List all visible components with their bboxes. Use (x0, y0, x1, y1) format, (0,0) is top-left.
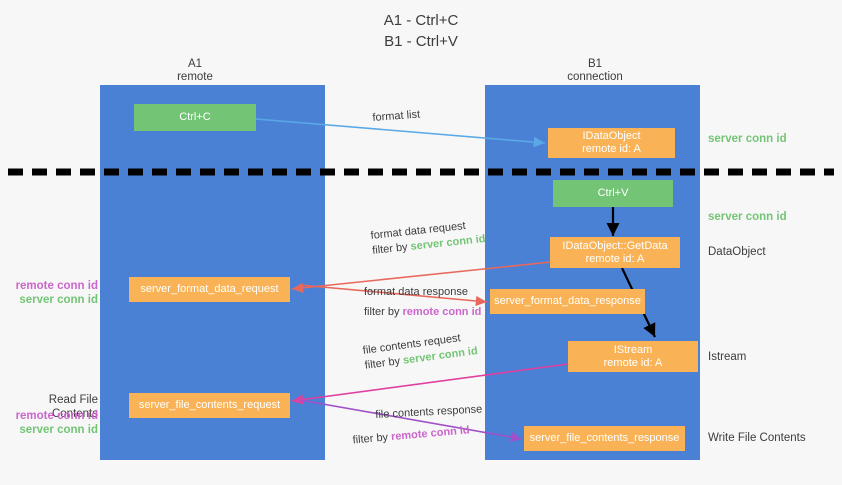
right-label-server-conn-id-2: server conn id (708, 211, 787, 223)
left-label-remote-conn-id-1: remote conn id (15, 280, 98, 292)
box-ctrl-v-line1: Ctrl+V (597, 187, 629, 199)
box-ctrl-c-line1: Ctrl+C (179, 111, 211, 123)
box-istream-line2: remote id: A (603, 356, 663, 369)
page-title: A1 - Ctrl+C B1 - Ctrl+V (0, 10, 842, 52)
lane-header-b1: B1 connection (530, 58, 660, 84)
lane-header-a1: A1 remote (130, 58, 260, 84)
box-idataobject-line1: IDataObject (582, 130, 641, 142)
box-getdata-line1: IDataObject::GetData (562, 239, 668, 252)
box-ctrl-c[interactable]: Ctrl+C (134, 104, 256, 131)
annotation-file-contents-response-line2: filter by remote conn id (352, 422, 484, 448)
annotation-file-contents-response-line1: file contents response (375, 403, 483, 421)
annotation-format-list: format list (372, 108, 421, 124)
box-istream-line1: IStream (613, 343, 653, 356)
left-label-server-conn-id-2: server conn id (19, 424, 98, 436)
box-server-format-data-response-label: server_format_data_response (494, 295, 641, 307)
box-server-format-data-request[interactable]: server_format_data_request (129, 277, 290, 302)
left-label-group-format: remote conn id server conn id (6, 279, 98, 307)
annotation-file-contents-request-prefix: filter by (364, 354, 404, 372)
title-line-1: A1 - Ctrl+C (383, 12, 459, 29)
annotation-file-contents-response-prefix: filter by (352, 431, 392, 447)
box-server-format-data-request-label: server_format_data_request (140, 283, 279, 295)
right-label-dataobject: DataObject (708, 246, 766, 258)
lane-b1-name: B1 (587, 58, 603, 70)
box-server-file-contents-response[interactable]: server_file_contents_response (524, 426, 685, 451)
annotation-format-data-response: format data response filter by remote co… (364, 285, 481, 320)
annotation-format-data-response-line1: format data response (364, 286, 468, 298)
box-server-format-data-response[interactable]: server_format_data_response (490, 289, 645, 314)
lane-a1-name: A1 (187, 58, 203, 70)
annotation-format-data-response-prefix: filter by (364, 306, 403, 318)
annotation-file-contents-response-key: remote conn id (390, 424, 471, 444)
annotation-file-contents-response: file contents response filter by remote … (352, 402, 484, 446)
annotation-file-contents-request: file contents request filter by server c… (362, 329, 479, 374)
box-server-file-contents-response-label: server_file_contents_response (529, 432, 680, 444)
box-idataobject-line2: remote id: A (582, 143, 641, 155)
box-server-file-contents-request-label: server_file_contents_request (138, 399, 281, 411)
annotation-format-data-response-key: remote conn id (402, 306, 482, 318)
left-label-server-conn-id-1: server conn id (19, 294, 98, 306)
annotation-format-data-response-line2: filter by remote conn id (364, 305, 481, 320)
left-label-read-file-contents: Read File Contents (48, 394, 98, 420)
right-label-write-file-contents: Write File Contents (708, 432, 806, 444)
annotation-format-data-request: format data request filter by server con… (370, 217, 486, 259)
box-idataobject-getdata[interactable]: IDataObject::GetData remote id: A (550, 237, 680, 268)
box-server-file-contents-request[interactable]: server_file_contents_request (129, 393, 290, 418)
left-label-group-file: remote conn id server conn id (6, 409, 98, 437)
lane-a1-sub: remote (177, 71, 213, 83)
lane-b1-sub: connection (567, 71, 623, 83)
left-label-remote-conn-id-2: remote conn id (15, 410, 98, 422)
right-label-istream: Istream (708, 351, 747, 363)
box-getdata-line2: remote id: A (585, 252, 645, 265)
title-line-2: B1 - Ctrl+V (384, 33, 458, 50)
box-idataobject[interactable]: IDataObject remote id: A (548, 128, 675, 158)
annotation-format-data-request-prefix: filter by (371, 240, 412, 257)
box-istream[interactable]: IStream remote id: A (568, 341, 698, 372)
box-ctrl-v[interactable]: Ctrl+V (553, 180, 673, 207)
right-label-server-conn-id-1: server conn id (708, 133, 787, 145)
